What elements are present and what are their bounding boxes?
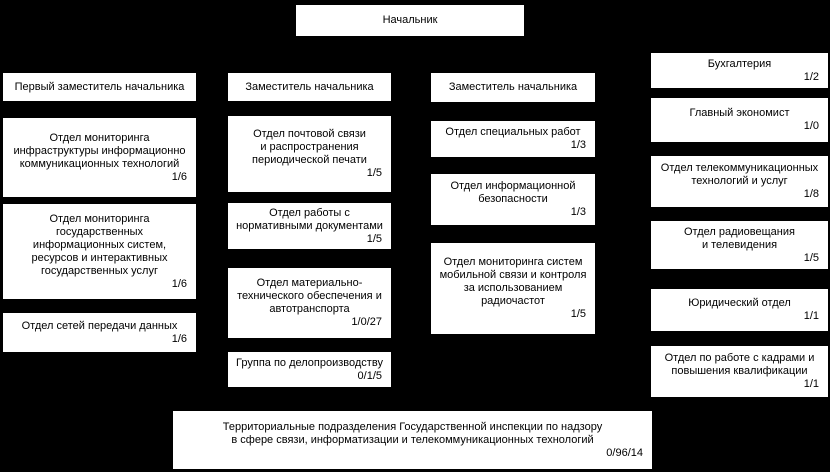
dept-name: Главный экономист xyxy=(689,107,790,119)
hr-dept-box: Отдел по работе с кадрами и повышения кв… xyxy=(650,345,829,398)
broadcasting-dept-box: Отдел радиовещания и телевидения 1/5 xyxy=(650,220,829,270)
dept-name: Отдел по работе с кадрами и повышения кв… xyxy=(664,352,815,377)
chief-economist-box: Главный экономист 1/0 xyxy=(650,97,829,143)
dept-name: Бухгалтерия xyxy=(707,57,772,70)
telecom-services-dept-box: Отдел телекоммуникационных технологий и … xyxy=(650,155,829,208)
dept-name: Территориальные подразделения Государств… xyxy=(222,420,603,446)
postal-service-dept-box: Отдел почтовой связи и распространения п… xyxy=(227,115,392,193)
dept-staff-count: 1/1 xyxy=(803,378,819,390)
dept-staff-count: 1/5 xyxy=(803,251,819,264)
normative-documents-dept-box: Отдел работы с нормативными документами … xyxy=(227,202,392,250)
dept-staff-count: 1/0 xyxy=(803,120,819,132)
special-works-dept-box: Отдел специальных работ 1/3 xyxy=(430,120,596,158)
information-security-dept-box: Отдел информационной безопасности 1/3 xyxy=(430,173,596,226)
territorial-divisions-box: Территориальные подразделения Государств… xyxy=(172,410,653,470)
dept-staff-count: 1/6 xyxy=(171,170,187,183)
dept-staff-count: 1/3 xyxy=(570,206,586,218)
accounting-dept-box: Бухгалтерия 1/2 xyxy=(650,52,829,89)
dept-name: Отдел мониторинга систем мобильной связи… xyxy=(439,256,587,307)
dept-name: Отдел радиовещания и телевидения xyxy=(684,225,795,251)
dept-name: Отдел почтовой связи и распространения п… xyxy=(252,128,367,166)
deputy-head-label: Заместитель начальника xyxy=(448,81,578,93)
dept-name: Группа по делопроизводству xyxy=(236,356,383,369)
head-label: Начальник xyxy=(382,14,438,26)
dept-staff-count: 0/1/5 xyxy=(357,369,382,382)
dept-staff-count: 1/6 xyxy=(171,277,187,290)
dept-staff-count: 0/96/14 xyxy=(606,446,643,459)
dept-staff-count: 1/1 xyxy=(803,310,819,322)
dept-staff-count: 1/5 xyxy=(366,167,382,179)
ict-infrastructure-monitoring-dept-box: Отдел мониторинга инфраструктуры информа… xyxy=(2,117,197,198)
dept-name: Юридический отдел xyxy=(688,297,791,309)
dept-name: Отдел материально- технического обеспече… xyxy=(237,277,382,315)
dept-name: Отдел мониторинга инфраструктуры информа… xyxy=(13,131,186,170)
dept-name: Отдел специальных работ xyxy=(445,126,581,138)
dept-staff-count: 1/8 xyxy=(803,188,819,200)
first-deputy-head-box: Первый заместитель начальника xyxy=(2,72,197,102)
dept-staff-count: 1/6 xyxy=(171,332,187,345)
deputy-head-box-1: Заместитель начальника xyxy=(227,72,392,102)
deputy-head-box-2: Заместитель начальника xyxy=(430,72,596,103)
dept-staff-count: 1/5 xyxy=(366,232,382,245)
dept-name: Отдел работы с нормативными документами xyxy=(236,206,383,232)
mobile-radio-monitoring-dept-box: Отдел мониторинга систем мобильной связи… xyxy=(430,242,596,335)
data-networks-dept-box: Отдел сетей передачи данных 1/6 xyxy=(2,312,197,353)
dept-name: Отдел мониторинга государственных информ… xyxy=(31,212,168,277)
first-deputy-head-label: Первый заместитель начальника xyxy=(14,80,185,93)
deputy-head-label: Заместитель начальника xyxy=(245,80,374,93)
records-management-group-box: Группа по делопроизводству 0/1/5 xyxy=(227,351,392,388)
dept-staff-count: 1/0/27 xyxy=(351,316,382,328)
dept-name: Отдел информационной безопасности xyxy=(450,180,576,205)
dept-staff-count: 1/3 xyxy=(570,139,586,151)
head-box: Начальник xyxy=(295,4,525,37)
dept-name: Отдел телекоммуникационных технологий и … xyxy=(660,162,819,187)
logistics-transport-dept-box: Отдел материально- технического обеспече… xyxy=(227,267,392,339)
state-info-systems-monitoring-dept-box: Отдел мониторинга государственных информ… xyxy=(2,203,197,300)
dept-staff-count: 1/2 xyxy=(803,70,819,83)
dept-staff-count: 1/5 xyxy=(570,308,586,320)
dept-name: Отдел сетей передачи данных xyxy=(21,319,178,332)
legal-dept-box: Юридический отдел 1/1 xyxy=(650,288,829,332)
